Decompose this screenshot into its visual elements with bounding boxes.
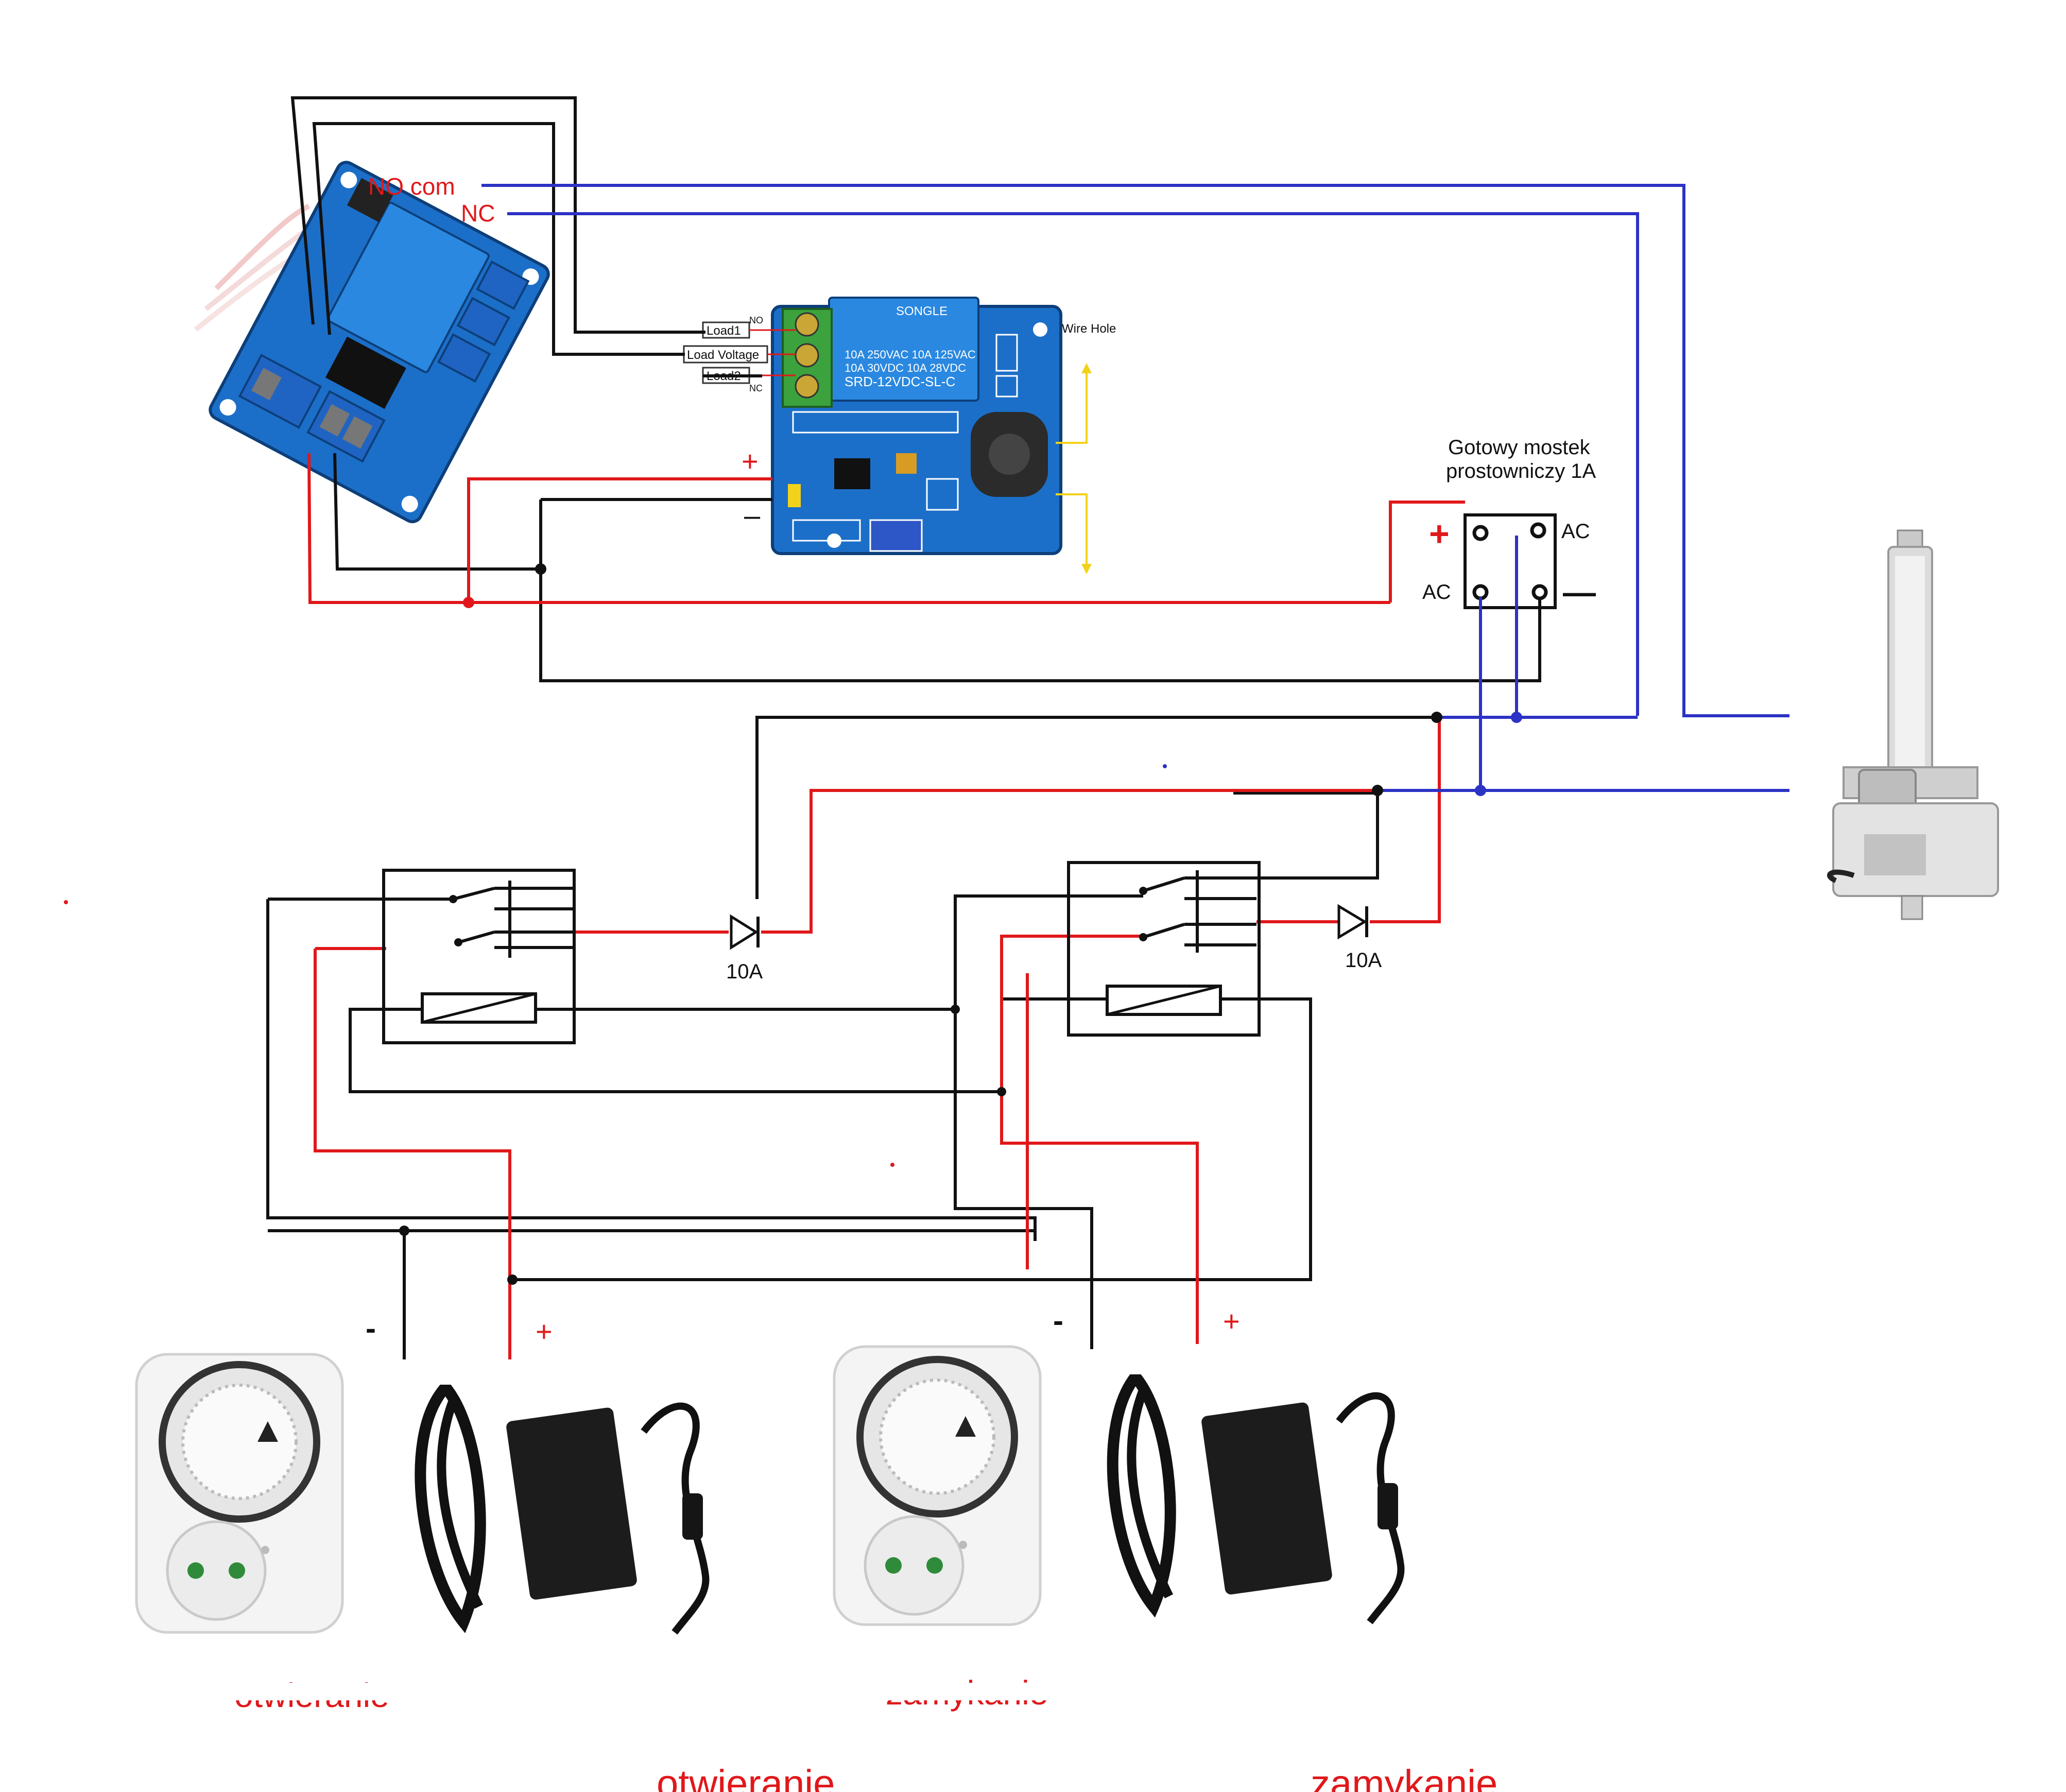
right-minus-label: - (1053, 1303, 1063, 1338)
diode-left: 10A (726, 914, 763, 983)
relay-spec-line-2: 10A 30VDC 10A 28VDC (845, 361, 966, 374)
sensor-plus-sign: + (742, 445, 759, 477)
blue-wires (481, 184, 1789, 792)
ghost-caption-left: otwieranie (657, 1762, 835, 1792)
timer-socket-left (135, 1353, 344, 1634)
ghost-captions: otwieranie zamykanie (657, 1762, 1497, 1792)
bridge-ac-label-left: AC (1422, 581, 1451, 604)
terminal-small-nc: NC (749, 383, 763, 393)
relay-box-right (1067, 861, 1261, 1037)
sensor-minus-sign: – (744, 499, 761, 531)
bridge-title-line1: Gotowy mostek (1448, 436, 1591, 459)
relay-box-left (382, 869, 576, 1044)
timer-socket-right (833, 1345, 1042, 1626)
power-adapter-left (415, 1385, 710, 1635)
terminal-label-load-voltage: Load Voltage (687, 348, 759, 362)
right-plus-label: + (1223, 1305, 1240, 1337)
bridge-title-line2: prostowniczy 1A (1446, 460, 1596, 483)
wire-hole-label: Wire Hole (1062, 322, 1116, 336)
red-wires (307, 453, 1465, 1359)
ghost-caption-right: zamykanie (1311, 1762, 1497, 1792)
power-adapter-right (1107, 1374, 1405, 1625)
relay1-nc-label: NC (461, 200, 495, 227)
diode-left-label: 10A (726, 960, 763, 983)
relay1-no-com-label: NO com (368, 173, 455, 200)
current-sensor-module: 10A 250VAC 10A 125VAC 10A 30VDC 10A 28VD… (683, 297, 1116, 574)
black-wires (266, 96, 1541, 1359)
bridge-ac-label-right: AC (1561, 520, 1590, 543)
diode-right-label: 10A (1345, 949, 1382, 972)
bridge-minus-sign: — (1563, 574, 1596, 611)
left-minus-label: - (366, 1311, 376, 1346)
relay-spec-line-3: SRD-12VDC-SL-C (845, 374, 955, 389)
bridge-plus-sign: + (1429, 514, 1450, 554)
left-plus-label: + (536, 1315, 553, 1348)
terminal-label-load1: Load1 (707, 324, 741, 338)
bridge-rectifier: Gotowy mostek prostowniczy 1A + — AC AC (1422, 436, 1596, 611)
relay-module-1: NO com NC (194, 161, 550, 524)
diode-right: 10A (1337, 904, 1382, 972)
linear-actuator-image (1827, 529, 1999, 920)
relay-brand: SONGLE (896, 304, 948, 318)
junction-dots (399, 563, 1522, 1285)
terminal-small-no: NO (749, 315, 763, 325)
relay-spec-line-1: 10A 250VAC 10A 125VAC (845, 348, 976, 361)
